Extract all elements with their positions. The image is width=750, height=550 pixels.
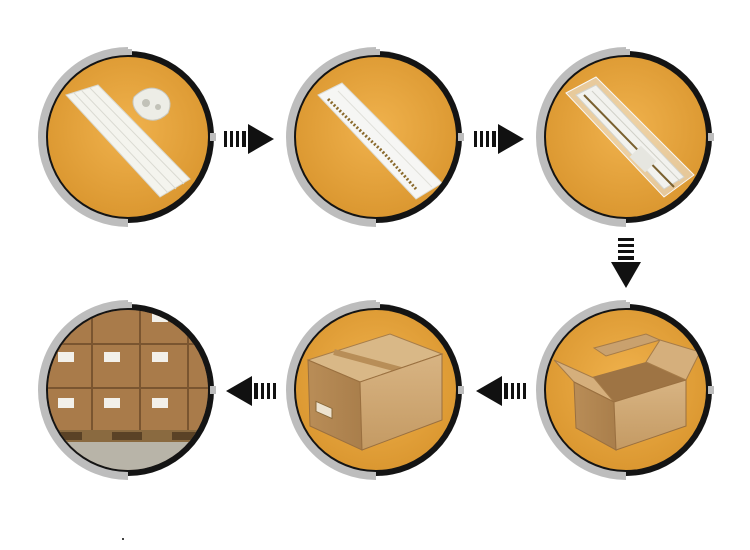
step-4-open-box [536, 300, 716, 480]
step-3-clear-bag [536, 47, 716, 227]
arrow-right-2 [474, 124, 526, 159]
step-2-sleeve [286, 47, 466, 227]
arrow-right-icon [224, 124, 274, 154]
arrow-left-icon [226, 376, 276, 406]
open-carton-box-icon [553, 333, 701, 451]
blind-in-plastic-sleeve-icon [317, 82, 443, 200]
arrow-left-icon [476, 376, 526, 406]
step-6-pallet [38, 300, 218, 480]
step-1-slats [38, 47, 218, 227]
sealed-carton-box-icon [306, 333, 444, 451]
arrow-left-2 [224, 376, 276, 411]
step-5-sealed-box [286, 300, 466, 480]
arrow-right-icon [474, 124, 524, 154]
arrow-right-1 [224, 124, 276, 159]
arrow-down-1 [611, 238, 641, 295]
stray-dot [122, 538, 124, 540]
arrow-left-1 [474, 376, 526, 411]
arrow-down-icon [611, 238, 641, 288]
blind-in-clear-bag-icon [565, 76, 695, 198]
white-blind-slats-icon [65, 84, 191, 198]
